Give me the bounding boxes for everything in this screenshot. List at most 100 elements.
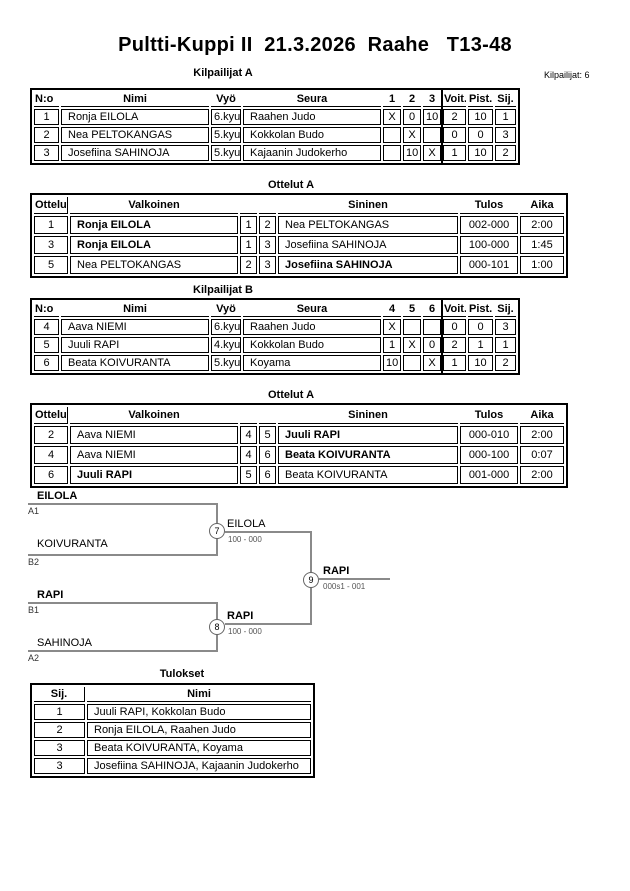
- pool-a-heading: Kilpailijat A: [193, 67, 253, 79]
- col-result: Tulos: [460, 197, 518, 214]
- pool-b-header-row: N:o Nimi Vyö Seura 4 5 6 Voit. Pist. Sij…: [34, 302, 516, 317]
- cell-place: 3: [34, 758, 85, 774]
- col-name: Nimi: [61, 92, 209, 107]
- match-row: 5 Nea PELTOKANGAS 2 3 Josefiina SAHINOJA…: [34, 256, 564, 274]
- sf1-bottom-name: KOIVURANTA: [37, 538, 108, 550]
- cell-club: Kokkolan Budo: [243, 127, 381, 143]
- col-wins: Voit.: [443, 303, 466, 317]
- sf2-winner-name: RAPI: [227, 610, 254, 622]
- cell-place: 2: [495, 145, 516, 161]
- sf2-bottom-line: [28, 650, 218, 652]
- col-result: Tulos: [460, 407, 518, 424]
- cell-wins: 1: [443, 355, 466, 371]
- cell-club: Raahen Judo: [243, 109, 381, 125]
- cell-no: 4: [34, 319, 59, 335]
- cell-c2: [403, 355, 421, 371]
- cell-result: 000-101: [460, 256, 518, 274]
- cell-blue-no: 3: [259, 256, 276, 274]
- cell-c3: X: [423, 145, 441, 161]
- col-match: Ottelu: [34, 407, 68, 424]
- col-time: Aika: [520, 407, 564, 424]
- result-row: 1 Juuli RAPI, Kokkolan Budo: [34, 704, 311, 720]
- cell-points: 10: [468, 355, 493, 371]
- cell-club: Koyama: [243, 355, 381, 371]
- col-blue: Sininen: [278, 407, 458, 424]
- col-no: N:o: [34, 92, 59, 107]
- cell-blue-name: Josefiina SAHINOJA: [278, 236, 458, 254]
- cell-white-no: 4: [240, 446, 257, 464]
- cell-white-no: 2: [240, 256, 257, 274]
- sf1-bottom-seed: B2: [28, 557, 40, 567]
- cell-match-no: 6: [34, 466, 68, 484]
- cell-c2: 0: [403, 109, 421, 125]
- final-winner-score: 000s1 - 001: [323, 582, 366, 591]
- cell-white-no: 1: [240, 216, 257, 234]
- sf1-top-name: EILOLA: [37, 490, 78, 502]
- cell-belt: 4.kyu: [211, 337, 241, 353]
- page-title: Pultti-Kuppi II 21.3.2026 Raahe T13-48: [118, 34, 512, 56]
- final-match-number: 9: [303, 572, 319, 588]
- cell-c3: X: [423, 355, 441, 371]
- cell-blue-no: 6: [259, 446, 276, 464]
- matches-b-table: Ottelu Valkoinen Sininen Tulos Aika 2 Aa…: [30, 403, 568, 488]
- sf2-bottom-seed: A2: [28, 653, 40, 663]
- sf1-bottom-line: [28, 554, 218, 556]
- cell-place: 3: [34, 740, 85, 756]
- cell-wins: 0: [443, 319, 466, 335]
- pool-b-table: N:o Nimi Vyö Seura 4 5 6 Voit. Pist. Sij…: [30, 298, 520, 375]
- cell-white-name: Juuli RAPI: [70, 466, 238, 484]
- col-place: Sij.: [34, 687, 85, 702]
- cell-c1: 1: [383, 337, 401, 353]
- col-time: Aika: [520, 197, 564, 214]
- cell-c3: [423, 127, 441, 143]
- cell-wins: 1: [443, 145, 466, 161]
- col-place: Sij.: [495, 302, 516, 317]
- cell-name: Beata KOIVURANTA, Koyama: [87, 740, 311, 756]
- match-row: 4 Aava NIEMI 4 6 Beata KOIVURANTA 000-10…: [34, 446, 564, 464]
- match-row: 6 Juuli RAPI 5 6 Beata KOIVURANTA 001-00…: [34, 466, 564, 484]
- cell-c1: [383, 145, 401, 161]
- result-row: 3 Beata KOIVURANTA, Koyama: [34, 740, 311, 756]
- competitor-row: 3 Josefiina SAHINOJA 5.kyu Kajaanin Judo…: [34, 145, 516, 161]
- cell-no: 6: [34, 355, 59, 371]
- competitor-row: 5 Juuli RAPI 4.kyu Kokkolan Budo 1 X 0 2…: [34, 337, 516, 353]
- sf1-top-line: [28, 503, 218, 505]
- final-winner-line: [319, 578, 390, 580]
- competitor-row: 1 Ronja EILOLA 6.kyu Raahen Judo X 0 10 …: [34, 109, 516, 125]
- cell-belt: 6.kyu: [211, 109, 241, 125]
- matches-a-header-row: Ottelu Valkoinen Sininen Tulos Aika: [34, 197, 564, 214]
- cell-blue-name: Nea PELTOKANGAS: [278, 216, 458, 234]
- sf2-match-number: 8: [209, 619, 225, 635]
- cell-time: 0:07: [520, 446, 564, 464]
- cell-blue-no: 2: [259, 216, 276, 234]
- sf2-winner-line: [225, 623, 312, 625]
- cell-name: Aava NIEMI: [61, 319, 209, 335]
- cell-wins: 2: [443, 337, 466, 353]
- cell-time: 1:00: [520, 256, 564, 274]
- sf2-winner-score: 100 - 000: [228, 627, 262, 636]
- cell-white-name: Aava NIEMI: [70, 446, 238, 464]
- col-2: 2: [403, 92, 421, 107]
- sf2-top-line: [28, 602, 218, 604]
- cell-white-no: 1: [240, 236, 257, 254]
- cell-points: 10: [468, 109, 493, 125]
- cell-place: 2: [34, 722, 85, 738]
- cell-c1: X: [383, 109, 401, 125]
- col-belt: Vyö: [211, 302, 241, 317]
- pool-a-header-row: N:o Nimi Vyö Seura 1 2 3 Voit. Pist. Sij…: [34, 92, 516, 107]
- competitor-row: 6 Beata KOIVURANTA 5.kyu Koyama 10 X 1 1…: [34, 355, 516, 371]
- cell-name: Nea PELTOKANGAS: [61, 127, 209, 143]
- cell-result: 000-100: [460, 446, 518, 464]
- col-club: Seura: [243, 92, 381, 107]
- col-no: N:o: [34, 302, 59, 317]
- cell-time: 2:00: [520, 216, 564, 234]
- col-match: Ottelu: [34, 197, 68, 214]
- cell-name: Juuli RAPI: [61, 337, 209, 353]
- match-row: 3 Ronja EILOLA 1 3 Josefiina SAHINOJA 10…: [34, 236, 564, 254]
- final-bracket: EILOLA A1 KOIVURANTA B2 7 EILOLA 100 - 0…: [0, 490, 630, 663]
- matches-b-header-row: Ottelu Valkoinen Sininen Tulos Aika: [34, 407, 564, 424]
- col-6: 6: [423, 302, 441, 317]
- cell-time: 1:45: [520, 236, 564, 254]
- cell-result: 000-010: [460, 426, 518, 444]
- cell-no: 3: [34, 145, 59, 161]
